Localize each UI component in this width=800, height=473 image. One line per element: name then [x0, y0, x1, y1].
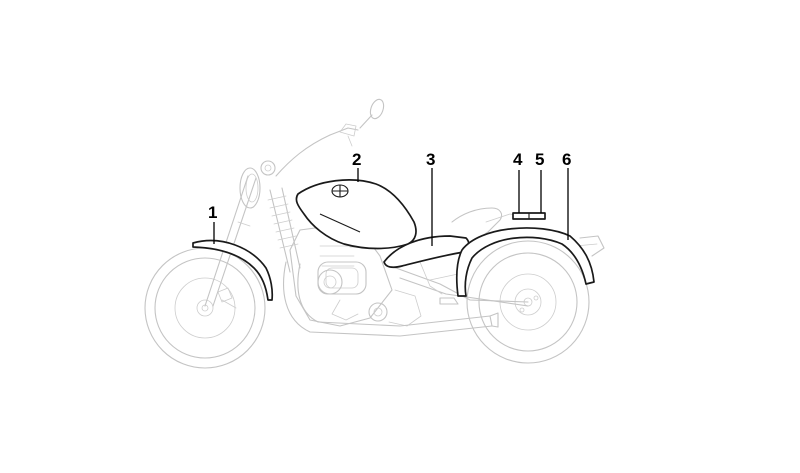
callout-3: 3: [426, 150, 435, 169]
callout-4: 4: [513, 150, 523, 169]
front-wheel: [144, 247, 266, 369]
leader-lines: [213, 168, 569, 246]
handlebars: [275, 98, 385, 177]
footpeg: [439, 297, 459, 305]
exhaust-pipe: [283, 261, 499, 337]
callout-5: 5: [535, 150, 544, 169]
front-fender-part[interactable]: [192, 239, 274, 301]
callout-1: 1: [208, 203, 217, 222]
fuel-tank-part[interactable]: [295, 179, 417, 250]
front-shock: [267, 187, 301, 273]
highlighted-parts: [192, 179, 595, 301]
rear-fender-part[interactable]: [455, 227, 595, 297]
motorcycle-outline: [144, 98, 605, 369]
callout-2: 2: [352, 150, 361, 169]
callout-labels: 1 2 3 4 5 6: [208, 150, 571, 222]
callout-6: 6: [562, 150, 571, 169]
headlight: [239, 160, 276, 209]
rear-emblem-part[interactable]: [512, 212, 546, 220]
